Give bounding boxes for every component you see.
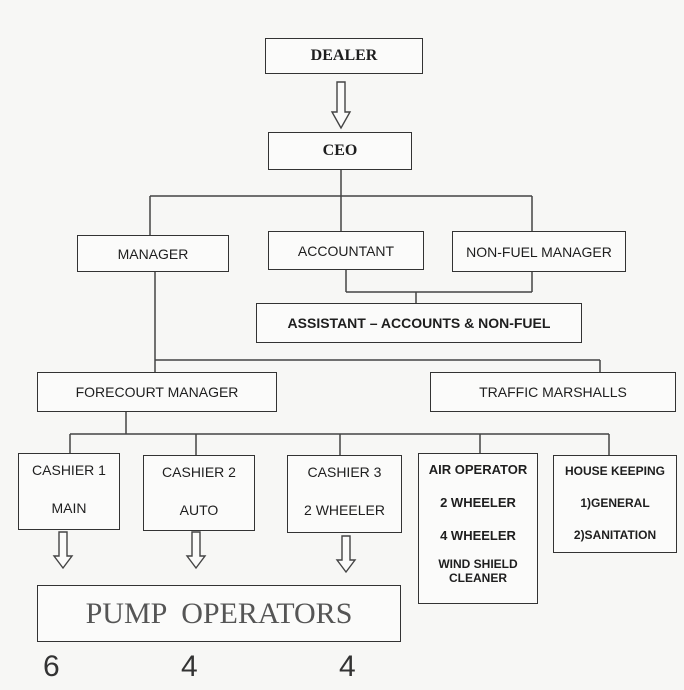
non-fuel-manager-box: NON-FUEL MANAGER [452,231,626,272]
pump-operators-label: PUMP OPERATORS [85,596,353,630]
dealer-box: DEALER [265,38,423,74]
accountant-label: ACCOUNTANT [297,242,395,259]
pump-operators-box: PUMP OPERATORS [37,585,401,642]
non-fuel-manager-label: NON-FUEL MANAGER [466,243,612,260]
cashier-2-sub: AUTO [179,502,219,518]
traffic-marshalls-box: TRAFFIC MARSHALLS [430,372,676,412]
forecourt-manager-box: FORECOURT MANAGER [37,372,277,412]
down-arrow-icon [185,531,207,570]
house-keeping-item-2: 2)SANITATION [573,528,657,542]
down-arrow-icon [335,535,357,574]
house-keeping-title: HOUSE KEEPING [564,464,666,478]
down-arrow-icon [52,531,74,570]
cashier-2-box: CASHIER 2 AUTO [143,455,255,531]
house-keeping-item-1: 1)GENERAL [580,496,650,510]
cashier-2-title: CASHIER 2 [162,464,236,480]
accountant-box: ACCOUNTANT [268,231,424,270]
pump-count-cashier-3: 4 [339,650,356,683]
dealer-label: DEALER [310,47,378,64]
ceo-label: CEO [322,142,358,159]
down-arrows [52,81,357,574]
cashier-1-box: CASHIER 1 MAIN [18,453,120,530]
pump-count-cashier-1: 6 [43,650,60,683]
ceo-box: CEO [268,132,412,170]
air-operator-item-1: 2 WHEELER [440,495,516,510]
forecourt-manager-label: FORECOURT MANAGER [75,384,239,400]
cashier-1-title: CASHIER 1 [32,462,106,478]
cashier-3-box: CASHIER 3 2 WHEELER [287,455,402,533]
manager-label: MANAGER [117,245,189,262]
manager-box: MANAGER [77,235,229,272]
air-operator-title: AIR OPERATOR [428,462,528,477]
cashier-3-title: CASHIER 3 [307,464,382,480]
assistant-box: ASSISTANT – ACCOUNTS & NON-FUEL [256,303,582,343]
air-operator-extra-1: WIND SHIELD [438,557,518,571]
pump-count-cashier-2: 4 [181,650,198,683]
cashier-3-sub: 2 WHEELER [304,502,385,518]
traffic-marshalls-label: TRAFFIC MARSHALLS [479,384,627,400]
assistant-label: ASSISTANT – ACCOUNTS & NON-FUEL [287,315,551,331]
down-arrow-icon [330,81,352,130]
air-operator-item-2: 4 WHEELER [440,528,516,543]
air-operator-extra-2: CLEANER [448,571,507,585]
air-operator-box: AIR OPERATOR 2 WHEELER 4 WHEELER WIND SH… [418,453,538,604]
house-keeping-box: HOUSE KEEPING 1)GENERAL 2)SANITATION [553,455,677,553]
cashier-1-sub: MAIN [51,500,87,516]
